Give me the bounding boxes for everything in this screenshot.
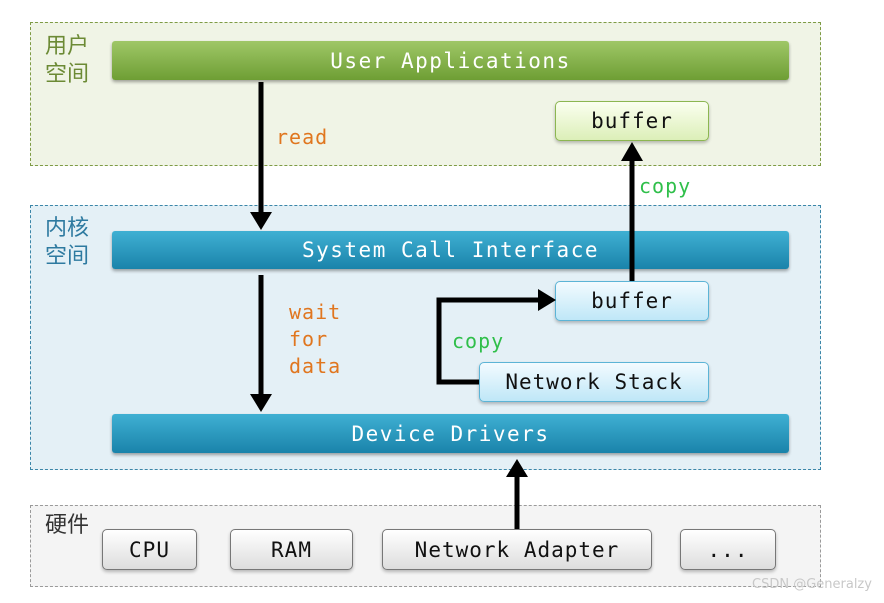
- kernel-space-label: 内核空间: [45, 216, 90, 269]
- kernel-buffer-box: buffer: [555, 281, 709, 321]
- wait-arrowhead: [250, 394, 272, 412]
- device-drivers-bar: Device Drivers: [112, 414, 789, 453]
- user-buffer-box: buffer: [555, 101, 709, 141]
- hardware-ram-box: RAM: [230, 529, 353, 570]
- read-arrowhead: [250, 212, 272, 230]
- copy-to-user-annotation: copy: [639, 174, 692, 198]
- watermark: CSDN @Generalzy: [752, 577, 872, 592]
- read-annotation: read: [276, 125, 329, 149]
- copy-in-kernel-annotation: copy: [452, 329, 505, 353]
- network-stack-box: Network Stack: [479, 362, 709, 402]
- hardware-network-adapter-box: Network Adapter: [382, 529, 652, 570]
- adapter-arrowhead: [506, 459, 528, 477]
- copy-loop-arrow-line: [436, 297, 540, 385]
- hardware-label: 硬件: [45, 513, 90, 538]
- hardware-cpu-box: CPU: [102, 529, 197, 570]
- copy-up-arrowhead: [621, 142, 643, 161]
- system-call-interface-bar: System Call Interface: [112, 231, 789, 269]
- hardware-more-box: ...: [680, 529, 776, 570]
- user-space-label: 用户空间: [45, 34, 90, 87]
- copy-loop-arrowhead: [538, 289, 556, 311]
- user-applications-bar: User Applications: [112, 41, 789, 80]
- wait-for-data-annotation: wait for data: [289, 300, 342, 378]
